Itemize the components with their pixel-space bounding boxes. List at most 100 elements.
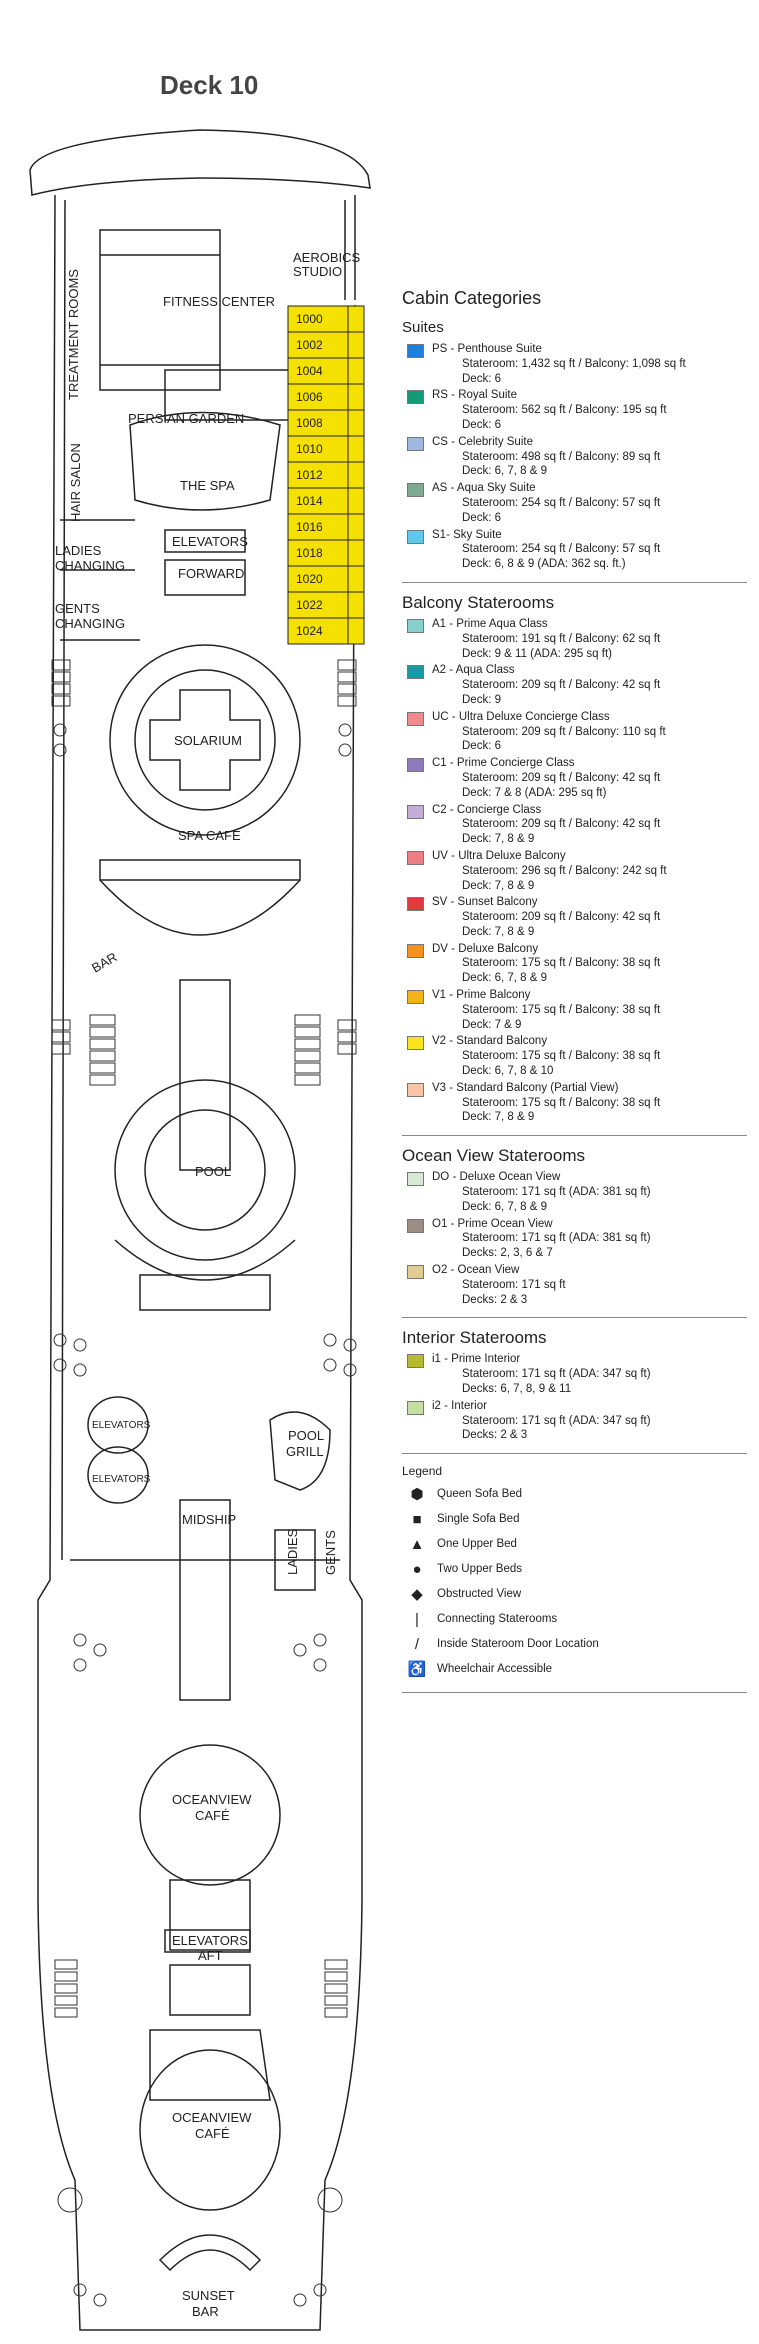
category-name: A2 - Aqua Class [432, 664, 515, 677]
interior-title: Interior Staterooms [402, 1328, 547, 1348]
category-name: RS - Royal Suite [432, 389, 518, 402]
cabin-1016[interactable] [287, 513, 349, 541]
deck-plan: 1000100210041006100810101012101410161018… [29, 129, 371, 2331]
category-detail: Stateroom: 175 sq ft / Balcony: 38 sq ft [462, 1003, 661, 1016]
color-swatch [407, 1400, 424, 1415]
cabin-number: 1016 [296, 520, 323, 534]
triangle-icon: ▲ [409, 1535, 425, 1553]
color-swatch [407, 1172, 424, 1187]
label-forward: FORWARD [178, 566, 244, 581]
hexagon-icon: ⬢ [410, 1485, 424, 1503]
cabin-balcony [347, 617, 365, 645]
category-detail: Deck: 6 [462, 418, 501, 431]
cabin-1020[interactable] [287, 565, 349, 593]
color-swatch [407, 1354, 424, 1369]
divider [402, 1453, 747, 1455]
cabin-1008[interactable] [287, 409, 349, 437]
category-detail: Stateroom: 1,432 sq ft / Balcony: 1,098 … [462, 357, 686, 370]
cabin-balcony [347, 565, 365, 593]
label-ladies: LADIES [285, 1528, 300, 1575]
label-aerobics-2: STUDIO [293, 264, 342, 279]
cabin-balcony [347, 513, 365, 541]
label-aft: AFT [198, 1948, 223, 1963]
category-detail: Decks: 2 & 3 [462, 1429, 528, 1442]
cabin-number: 1022 [296, 598, 323, 612]
category-detail: Deck: 7, 8 & 9 [462, 879, 535, 892]
label-the-spa: THE SPA [180, 478, 235, 493]
color-swatch [407, 665, 424, 680]
color-swatch [407, 529, 424, 544]
color-swatch [407, 850, 424, 865]
label-midship: MIDSHIP [182, 1512, 236, 1527]
category-detail: Deck: 6, 7, 8 & 9 [462, 972, 548, 985]
category-detail: Stateroom: 175 sq ft / Balcony: 38 sq ft [462, 1096, 661, 1109]
category-name: A1 - Prime Aqua Class [432, 617, 548, 630]
category-detail: Deck: 9 [462, 693, 501, 706]
category-detail: Stateroom: 175 sq ft / Balcony: 38 sq ft [462, 957, 661, 970]
category-detail: Deck: 7, 8 & 9 [462, 925, 535, 938]
cabin-1018[interactable] [287, 539, 349, 567]
category-name: i2 - Interior [432, 1399, 487, 1412]
table-clusters [53, 723, 357, 2307]
category-detail: Stateroom: 209 sq ft / Balcony: 110 sq f… [462, 725, 666, 738]
label-elevators-mid-1: ELEVATORS [92, 1420, 151, 1431]
cabin-1014[interactable] [287, 487, 349, 515]
bow-cap [29, 129, 371, 196]
category-detail: Stateroom: 498 sq ft / Balcony: 89 sq ft [462, 450, 661, 463]
legend-symbol-row: ⬢Queen Sofa Bed [402, 1482, 747, 1507]
color-swatch [407, 436, 424, 451]
suites-title: Suites [402, 319, 444, 336]
legend-symbol-label: Obstructed View [437, 1588, 522, 1601]
cabin-1010[interactable] [287, 435, 349, 463]
square-icon: ■ [412, 1510, 422, 1528]
cabin-number: 1002 [296, 338, 323, 352]
cabin-balcony [347, 487, 365, 515]
legend-symbol-row: /Inside Stateroom Door Location [402, 1632, 747, 1657]
category-detail: Stateroom: 175 sq ft / Balcony: 38 sq ft [462, 1050, 661, 1063]
legend-symbol-label: Wheelchair Accessible [437, 1663, 553, 1676]
label-elevators-fwd: ELEVATORS [172, 534, 248, 549]
side-cabins-right [294, 659, 357, 1086]
label-bar: BAR [89, 949, 120, 975]
legend-symbol-row: ■Single Sofa Bed [402, 1507, 747, 1532]
cabin-1002[interactable] [287, 331, 349, 359]
color-swatch [407, 711, 424, 726]
label-pool-grill-1: POOL [288, 1428, 324, 1443]
category-detail: Stateroom: 254 sq ft / Balcony: 57 sq ft [462, 496, 661, 509]
color-swatch [407, 804, 424, 819]
divider [402, 1317, 747, 1319]
category-detail: Decks: 2, 3, 6 & 7 [462, 1247, 553, 1260]
label-sunset-bar-1: SUNSET [182, 2288, 235, 2303]
category-detail: Deck: 6, 7, 8 & 10 [462, 1065, 554, 1078]
legend-symbol-row: |Connecting Staterooms [402, 1607, 747, 1632]
color-swatch [407, 1036, 424, 1051]
category-name: DO - Deluxe Ocean View [432, 1171, 561, 1184]
color-swatch [407, 390, 424, 405]
category-detail: Deck: 6 [462, 511, 501, 524]
label-elevators-aft: ELEVATORS [172, 1933, 248, 1948]
category-name: V1 - Prime Balcony [432, 989, 531, 1002]
cabin-number: 1000 [296, 312, 323, 326]
category-detail: Stateroom: 171 sq ft (ADA: 347 sq ft) [462, 1414, 651, 1427]
cabin-number: 1010 [296, 442, 323, 456]
category-detail: Stateroom: 171 sq ft [462, 1278, 566, 1291]
label-hair-salon: HAIR SALON [68, 443, 83, 522]
legend-symbol-label: Inside Stateroom Door Location [437, 1638, 599, 1651]
category-detail: Deck: 7 & 9 [462, 1018, 522, 1031]
color-swatch [407, 758, 424, 773]
category-name: CS - Celebrity Suite [432, 435, 533, 448]
category-detail: Stateroom: 209 sq ft / Balcony: 42 sq ft [462, 911, 661, 924]
cabin-1000[interactable] [287, 305, 349, 333]
category-detail: Stateroom: 209 sq ft / Balcony: 42 sq ft [462, 818, 661, 831]
cabin-number: 1014 [296, 494, 323, 508]
